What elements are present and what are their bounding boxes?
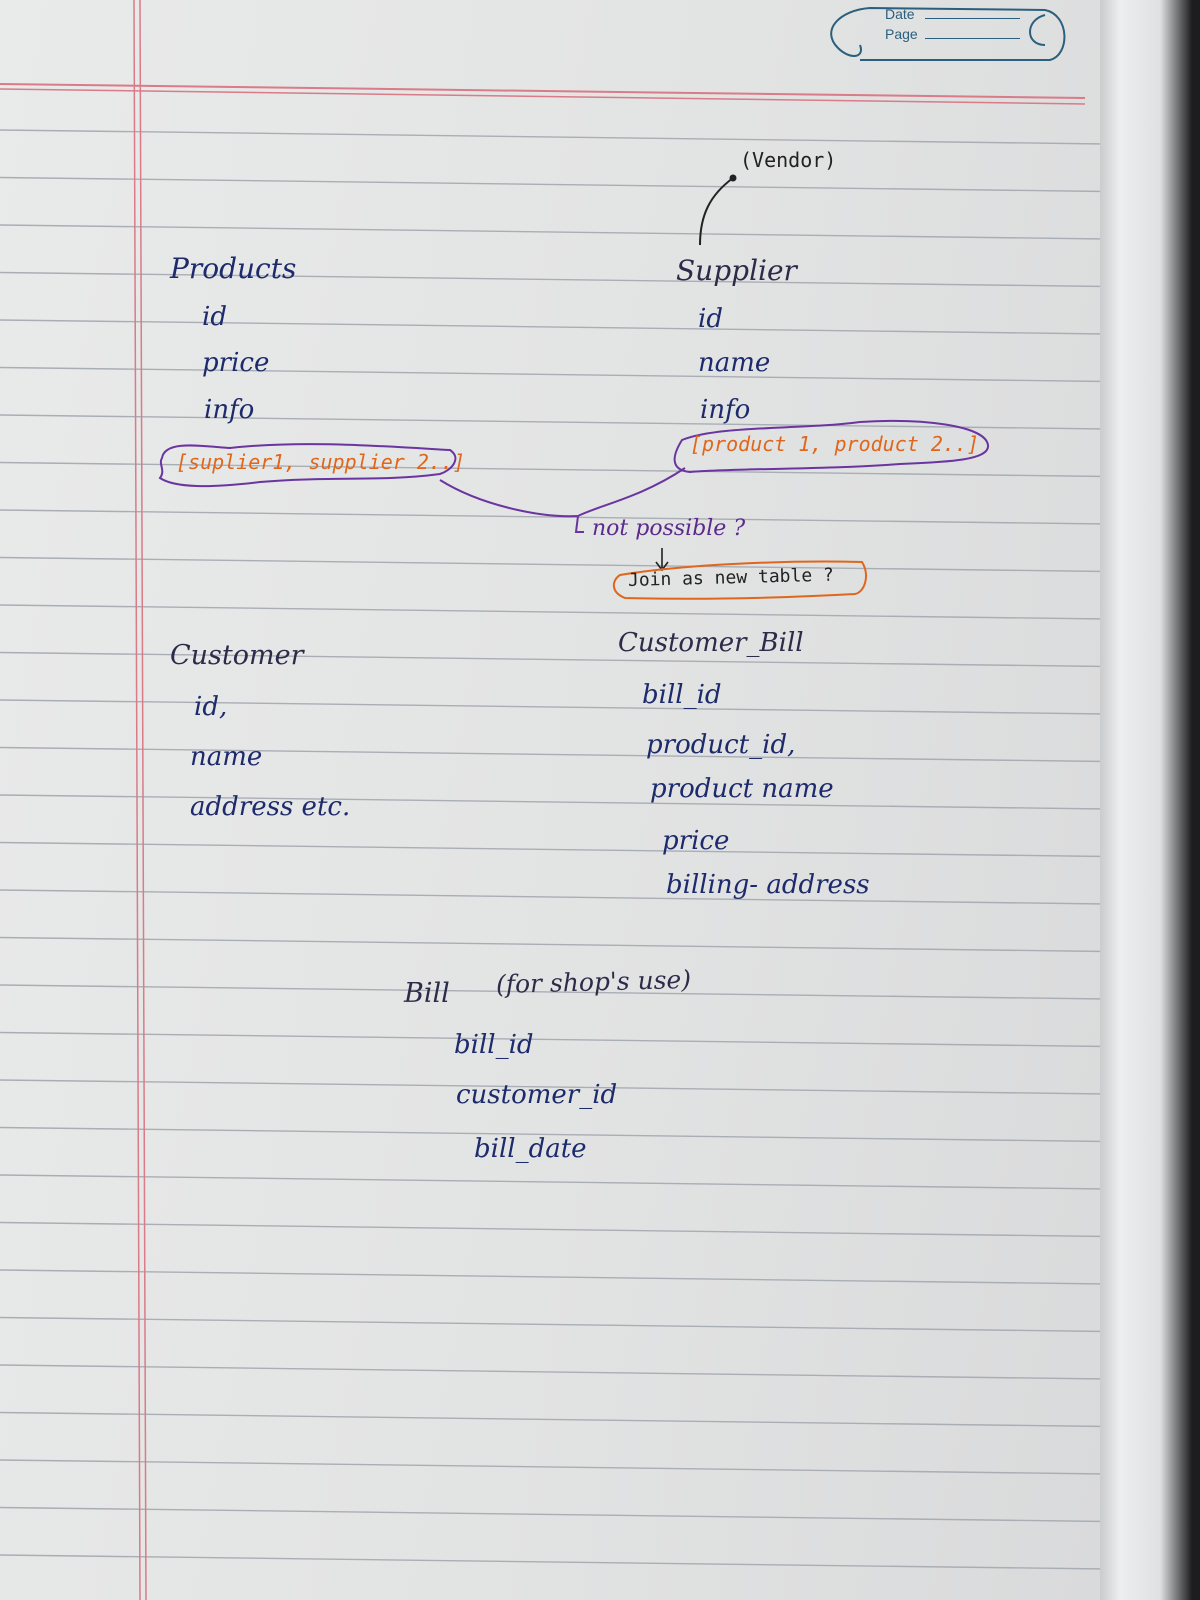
supplier-field-name: name — [698, 348, 771, 378]
ruled-line — [0, 889, 1106, 905]
bill-field-bill-id: bill_id — [454, 1030, 534, 1060]
date-label: Date — [885, 6, 915, 22]
customer-field-address: address etc. — [190, 792, 351, 822]
ruled-line — [0, 746, 1106, 763]
customer-title: Customer — [170, 640, 304, 671]
supplier-list-outline — [158, 443, 457, 488]
customer-field-id: id, — [194, 692, 228, 722]
ruled-line — [0, 651, 1106, 668]
ruled-line — [0, 1031, 1106, 1048]
ruled-line — [0, 936, 1106, 953]
ruled-line — [0, 129, 1106, 145]
products-field-id: id — [202, 302, 227, 332]
ruled-line — [0, 509, 1106, 525]
ruled-line — [0, 366, 1106, 383]
join-arrow — [655, 548, 669, 572]
supplier-field-info: info — [700, 395, 751, 425]
ruled-line — [0, 1411, 1106, 1428]
products-title: Products — [170, 252, 297, 285]
customer-field-name: name — [190, 742, 263, 772]
products-supplier-list: [suplier1, supplier 2..] — [176, 450, 465, 474]
ruled-line — [0, 604, 1106, 620]
customer-bill-field-product-name: product name — [650, 774, 834, 804]
supplier-field-id: id — [698, 304, 723, 334]
ruled-line — [0, 1079, 1106, 1095]
ruled-line — [0, 841, 1106, 858]
ruled-line — [0, 1364, 1106, 1380]
ruled-line — [0, 1126, 1106, 1143]
vendor-annotation: (Vendor) — [740, 148, 837, 172]
ruled-line — [0, 224, 1106, 240]
ruled-line — [0, 271, 1106, 288]
ruled-line — [0, 176, 1106, 193]
join-table-outline — [612, 560, 867, 600]
ruled-line — [0, 1316, 1106, 1333]
customer-bill-field-bill-id: bill_id — [642, 680, 722, 710]
ruled-line — [0, 1506, 1106, 1523]
customer-bill-field-price: price — [662, 826, 730, 856]
bill-title: Bill — [404, 978, 450, 1009]
products-field-price: price — [202, 348, 270, 378]
ruled-line — [0, 1459, 1106, 1475]
drawn-annotations — [158, 177, 989, 600]
many-to-many-link — [439, 467, 686, 518]
product-list-outline — [673, 419, 989, 474]
ruled-line — [0, 556, 1106, 573]
notebook-page: Date Page Products id price info [suplie… — [0, 0, 1106, 1600]
ruled-line — [0, 794, 1106, 810]
ruled-line — [0, 1221, 1106, 1238]
customer-bill-field-product-id: product_id, — [646, 730, 796, 760]
supplier-product-list: [product 1, product 2..] — [690, 432, 979, 456]
ruled-line — [0, 1554, 1106, 1570]
bill-subtitle: (for shop's use) — [495, 964, 692, 999]
supplier-title: Supplier — [676, 254, 797, 287]
ruled-line — [0, 1269, 1106, 1285]
customer-bill-field-billing-address: billing- address — [666, 870, 870, 900]
ruled-lines — [0, 0, 1106, 1600]
not-possible-note: not possible ? — [592, 516, 746, 541]
bill-field-customer-id: customer_id — [456, 1080, 618, 1110]
bill-field-bill-date: bill_date — [474, 1134, 587, 1164]
page-label: Page — [885, 26, 918, 42]
ruled-line — [0, 699, 1106, 715]
ruled-line — [0, 319, 1106, 335]
ruled-line — [0, 414, 1106, 430]
products-field-info: info — [204, 395, 255, 425]
ruled-line — [0, 984, 1106, 1000]
ruled-line — [0, 1174, 1106, 1190]
customer-bill-title: Customer_Bill — [618, 628, 804, 658]
notebook-page-edge — [1100, 0, 1200, 1600]
vendor-pointer-line — [699, 177, 734, 246]
